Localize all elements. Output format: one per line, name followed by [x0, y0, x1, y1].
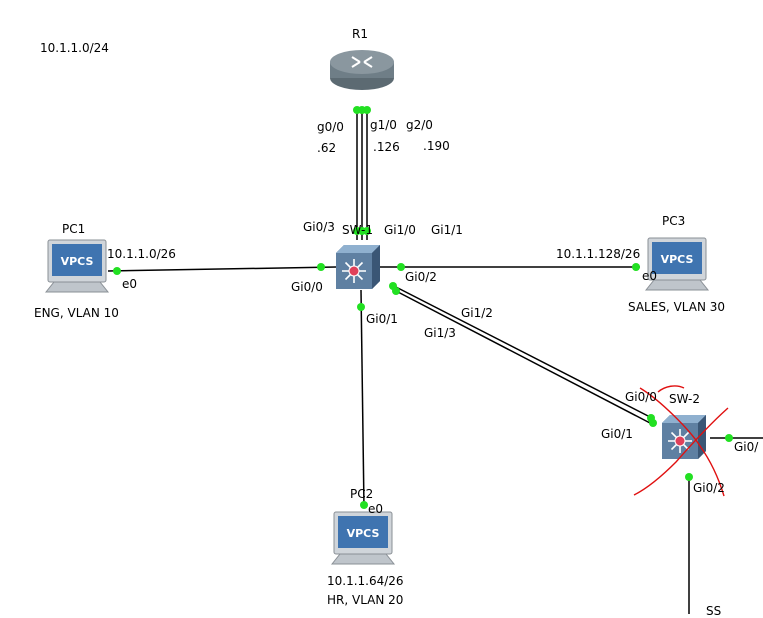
sw2-port-gi0-0: Gi0/0 — [625, 390, 657, 404]
pc2-name: PC2 — [350, 487, 374, 501]
links — [107, 110, 763, 614]
pc3-desc: SALES, VLAN 30 — [628, 300, 726, 314]
pc3-port: e0 — [642, 269, 658, 283]
link-sw1-sw2-b[interactable] — [395, 290, 651, 424]
sw2-port-gi0-3: Gi0/ — [734, 440, 759, 454]
link-pc1-sw1[interactable] — [107, 266, 337, 272]
pc2-desc: HR, VLAN 20 — [327, 593, 404, 607]
port-dot — [363, 106, 371, 114]
port-dot — [632, 263, 640, 271]
port-dot — [685, 473, 693, 481]
link-sw1-sw2-a[interactable] — [393, 285, 653, 419]
port-dots — [113, 106, 733, 509]
sw1-port-gi1-1: Gi1/1 — [431, 223, 463, 237]
port-dot — [649, 419, 657, 427]
port-dot — [360, 501, 368, 509]
sw1-port-gi1-3: Gi1/3 — [424, 326, 456, 340]
sw1-port-gi0-3: Gi0/3 — [303, 220, 335, 234]
sw2-name: SW-2 — [669, 392, 700, 406]
pc3-name: PC3 — [662, 214, 686, 228]
sw1-name: SW-1 — [342, 223, 373, 237]
port-dot — [363, 227, 371, 235]
sw1-port-gi1-2: Gi1/2 — [461, 306, 493, 320]
port-dot — [113, 267, 121, 275]
pc3-screen-text: VPCS — [661, 253, 694, 266]
vpcs-icon[interactable]: VPCS — [330, 511, 396, 565]
sw2-port-gi0-1: Gi0/1 — [601, 427, 633, 441]
port-dot — [392, 287, 400, 295]
r1-port-g2: g2/0 — [406, 118, 433, 132]
sw2-port-gi0-2: Gi0/2 — [693, 481, 725, 495]
cross-out-annotation — [633, 385, 729, 497]
r1-ip-g1: .126 — [373, 140, 400, 154]
router-icon[interactable] — [330, 50, 394, 90]
pc1-screen-text: VPCS — [61, 255, 94, 268]
pc1-subnet: 10.1.1.0/26 — [107, 247, 176, 261]
pc2-screen-text: VPCS — [347, 527, 380, 540]
subnet-label: 10.1.1.0/24 — [40, 41, 109, 55]
r1-port-g1: g1/0 — [370, 118, 397, 132]
pc1-desc: ENG, VLAN 10 — [34, 306, 119, 320]
link-sw1-pc2[interactable] — [360, 289, 365, 509]
port-dot — [317, 263, 325, 271]
port-dot — [357, 303, 365, 311]
sw1-port-gi0-1: Gi0/1 — [366, 312, 398, 326]
pc1-port: e0 — [122, 277, 138, 291]
offscreen-node-label: SS — [706, 604, 722, 618]
r1-ip-g2: .190 — [423, 139, 450, 153]
pc2-port: e0 — [368, 502, 384, 516]
pc2-subnet: 10.1.1.64/26 — [327, 574, 404, 588]
vpcs-icon[interactable]: VPCS — [644, 237, 710, 291]
sw1-port-gi0-2: Gi0/2 — [405, 270, 437, 284]
pc3-subnet: 10.1.1.128/26 — [556, 247, 641, 261]
port-dot — [725, 434, 733, 442]
port-dot — [397, 263, 405, 271]
vpcs-icon[interactable]: VPCS — [44, 239, 110, 293]
r1-port-g0: g0/0 — [317, 120, 344, 134]
pc1-name: PC1 — [62, 222, 86, 236]
r1-ip-g0: .62 — [317, 141, 337, 155]
router-name: R1 — [352, 27, 368, 41]
sw1-port-gi1-0: Gi1/0 — [384, 223, 416, 237]
multilayer-switch-icon[interactable] — [662, 415, 706, 459]
multilayer-switch-icon[interactable] — [336, 245, 380, 289]
sw1-port-gi0-0: Gi0/0 — [291, 280, 323, 294]
